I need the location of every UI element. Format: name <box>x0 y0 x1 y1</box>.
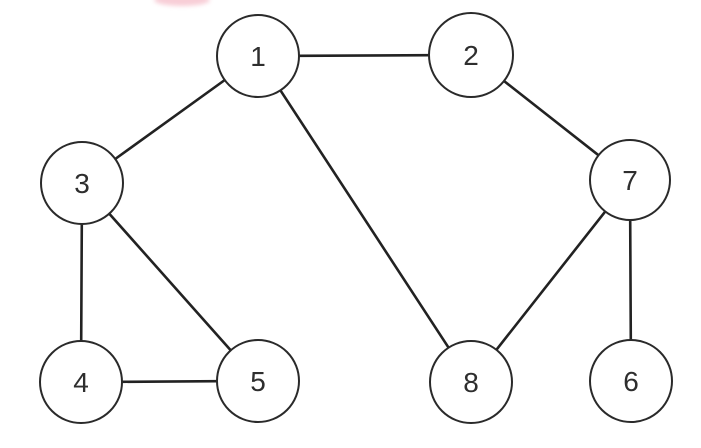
node-7 <box>589 139 671 221</box>
node-3 <box>40 141 124 225</box>
edge-1-2 <box>297 53 431 58</box>
node-label-4: 4 <box>73 367 89 398</box>
edge-3-5 <box>107 212 233 352</box>
node-4 <box>39 340 123 424</box>
edge-layer <box>79 53 633 384</box>
edge-2-7 <box>502 79 600 157</box>
node-label-3: 3 <box>74 168 90 199</box>
node-label-7: 7 <box>622 165 638 196</box>
node-8 <box>429 340 513 424</box>
pink-smudge-artifact <box>154 0 210 6</box>
node-1 <box>216 14 300 98</box>
node-layer: 1 2 3 4 5 6 7 8 <box>39 12 673 424</box>
edge-3-4 <box>79 222 84 343</box>
edge-4-5 <box>120 379 219 384</box>
node-label-2: 2 <box>463 40 479 71</box>
edge-7-8 <box>495 210 607 352</box>
edge-1-8 <box>279 89 450 350</box>
edge-1-3 <box>113 78 227 161</box>
node-label-5: 5 <box>250 366 266 397</box>
node-label-1: 1 <box>250 41 266 72</box>
node-label-8: 8 <box>463 367 479 398</box>
node-label-6: 6 <box>623 366 639 397</box>
node-2 <box>428 12 514 98</box>
edge-6-7 <box>628 218 633 342</box>
node-5 <box>216 339 300 423</box>
node-6 <box>589 339 673 423</box>
